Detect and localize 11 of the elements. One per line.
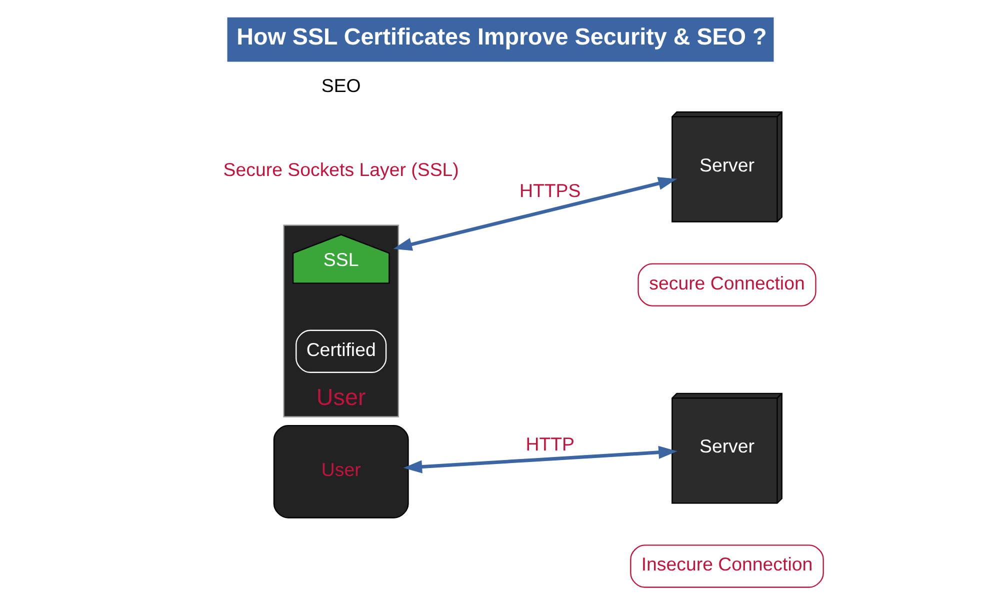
- label: SEO: [320, 74, 360, 96]
- arrow: [392, 177, 676, 251]
- arrow: [402, 446, 677, 474]
- edge-label: HTTPS: [518, 180, 580, 202]
- node-box: Certified: [295, 330, 386, 373]
- edge-label: HTTP: [525, 433, 574, 454]
- node-box: secure Connection: [637, 263, 816, 306]
- label: Secure Sockets Layer (SSL): [222, 158, 458, 180]
- node-box: User: [272, 424, 408, 518]
- node-box: Insecure Connection: [630, 544, 824, 588]
- diagram-title: How SSL Certificates Improve Security & SEO ?: [236, 23, 766, 50]
